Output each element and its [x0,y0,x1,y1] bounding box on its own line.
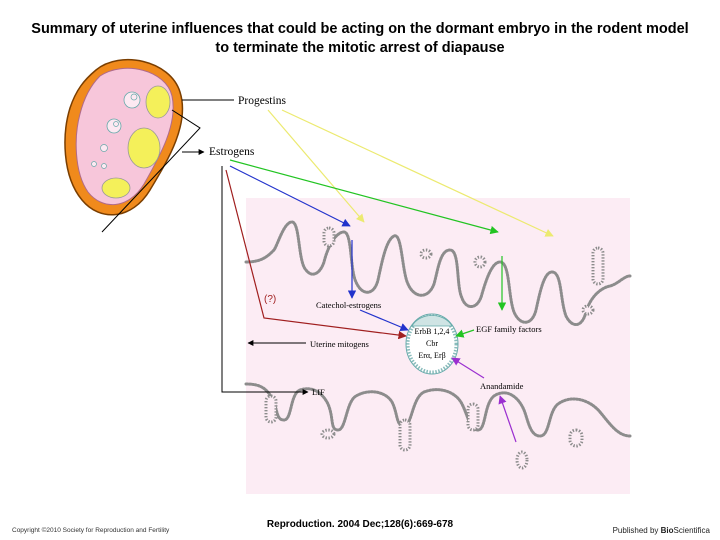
label-estrogens: Estrogens [209,146,255,158]
lower-gland-sections [264,394,584,470]
label-catechol-estrogens: Catechol-estrogens [316,300,381,310]
follicle [91,161,97,167]
label-anandamide: Anandamide [480,381,524,391]
anandamide-arrows [451,357,517,443]
estrogen-direct-arrow [225,169,407,340]
upper-gland-sections [322,226,605,316]
ovary [64,58,201,233]
ovary-bracket [101,109,201,233]
label-lif: LIF [312,387,325,397]
corpus-luteum [145,85,171,119]
black-arrows [182,99,309,395]
corpus-luteum [101,177,131,199]
estrogen-egf-arrows [229,159,507,338]
slide-title: Summary of uterine influences that could… [0,20,720,58]
corpus-luteum [127,127,161,169]
estrogen-catechol-arrows [229,165,409,331]
embryo-receptor-text: Cbr [426,339,438,348]
label-progestins: Progestins [238,95,286,107]
label-egf-family-factors: EGF family factors [476,324,542,334]
upper-epithelium [244,220,632,326]
embryo-receptor-text: Erα, Erβ [418,351,445,360]
label-uterine-mitogens: Uterine mitogens [310,339,369,349]
publisher-name-bold: Bio [660,526,674,535]
slide-title-line-2: to terminate the mitotic arrest of diapa… [215,40,505,56]
progestin-arrows [267,109,554,237]
citation: Reproduction. 2004 Dec;128(6):669-678 [266,519,454,530]
follicle [101,163,107,169]
publisher-name: Scientifica [673,526,710,535]
copyright-notice: Copyright ©2010 Society for Reproduction… [12,527,170,534]
label-uncertain: (?) [264,294,276,305]
follicle [100,144,108,152]
slide-title-line-1: Summary of uterine influences that could… [31,21,689,37]
publisher-credit: Published by BioScientifica [613,526,710,535]
blastocyst-embryo: ErbB 1,2,4 Cbr Erα, Erβ [405,313,459,375]
publisher-prefix: Published by [612,526,659,535]
follicle [123,91,141,109]
embryo-receptor-text: ErbB 1,2,4 [415,327,450,336]
